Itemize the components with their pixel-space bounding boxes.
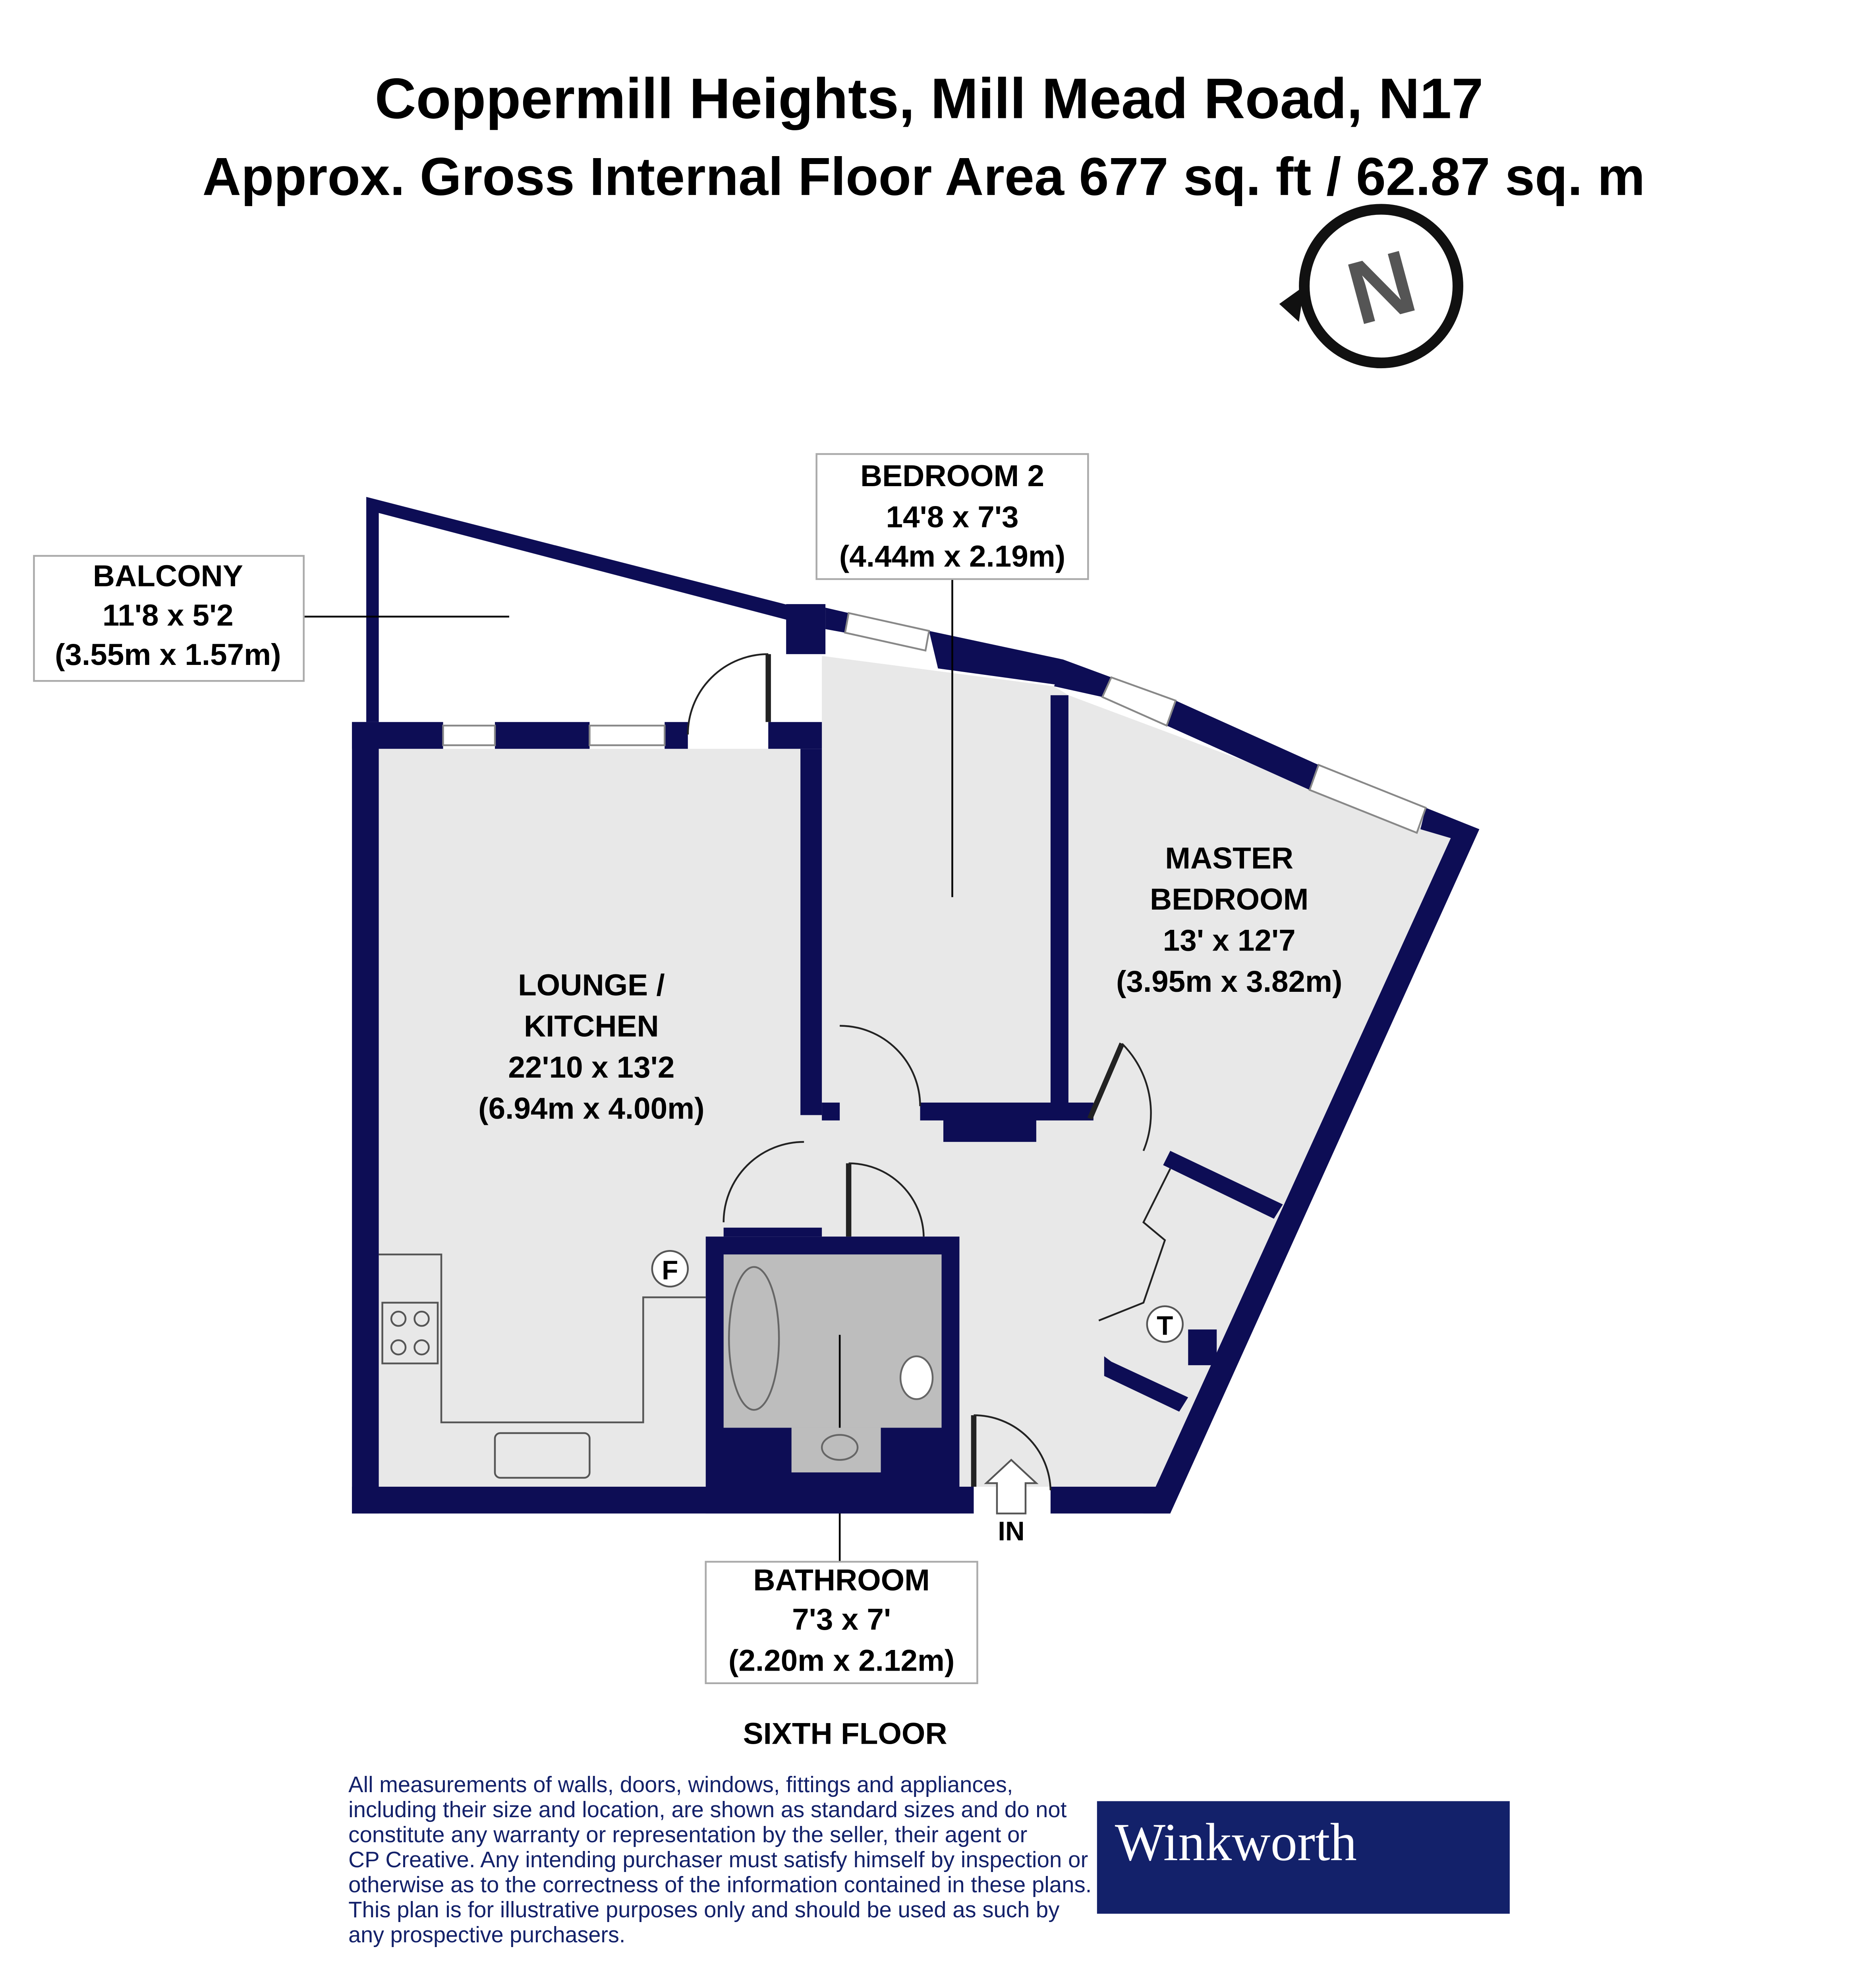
door-swings [687, 653, 1171, 1491]
svg-text:BATHROOM: BATHROOM [753, 1563, 929, 1597]
balcony-walls [366, 497, 799, 722]
svg-text:Winkworth: Winkworth [1115, 1813, 1357, 1872]
svg-text:any prospective purchasers.: any prospective purchasers. [348, 1922, 625, 1947]
plan-subtitle: Approx. Gross Internal Floor Area 677 sq… [203, 147, 1645, 207]
dimension-lines [303, 579, 953, 1562]
north-compass-icon: N [1279, 204, 1463, 369]
master-bedroom-label: MASTER BEDROOM 13' x 12'7 (3.95m x 3.82m… [1116, 842, 1342, 999]
kitchen-units [379, 1253, 706, 1479]
disclaimer: All measurements of walls, doors, window… [348, 1772, 1092, 1947]
plan-title: Coppermill Heights, Mill Mead Road, N17 [375, 66, 1484, 130]
winkworth-logo: Winkworth [1097, 1801, 1510, 1914]
svg-text:KITCHEN: KITCHEN [524, 1009, 659, 1043]
basin-icon [821, 1434, 859, 1461]
svg-text:including their size and locat: including their size and location, are s… [348, 1797, 1067, 1822]
floor-label: SIXTH FLOOR [743, 1717, 947, 1751]
svg-text:N: N [1337, 230, 1426, 344]
floor-area [379, 656, 1451, 1487]
walls [352, 604, 1480, 1514]
fridge-marker: F [651, 1250, 689, 1288]
svg-text:(3.95m x 3.82m): (3.95m x 3.82m) [1116, 965, 1342, 999]
svg-text:BALCONY: BALCONY [93, 559, 243, 593]
svg-text:BEDROOM 2: BEDROOM 2 [860, 459, 1044, 493]
svg-text:(3.55m x 1.57m): (3.55m x 1.57m) [55, 638, 281, 672]
svg-text:7'3 x 7': 7'3 x 7' [792, 1603, 891, 1636]
svg-text:BEDROOM: BEDROOM [1150, 883, 1308, 916]
plan-body: N [33, 204, 1480, 1751]
svg-text:14'8 x 7'3: 14'8 x 7'3 [886, 500, 1019, 534]
bedroom2-label: BEDROOM 2 14'8 x 7'3 (4.44m x 2.19m) [815, 453, 1089, 580]
toilet-icon [899, 1355, 934, 1400]
tank-marker: T [1146, 1305, 1184, 1343]
svg-text:otherwise as to the correctnes: otherwise as to the correctness of the i… [348, 1872, 1092, 1897]
svg-text:F: F [662, 1256, 678, 1285]
bath-tub-icon [728, 1266, 780, 1411]
lounge-kitchen-label: LOUNGE / KITCHEN 22'10 x 13'2 (6.94m x 4… [478, 968, 704, 1125]
svg-text:11'8 x 5'2: 11'8 x 5'2 [102, 599, 234, 632]
svg-text:T: T [1157, 1311, 1173, 1341]
svg-text:13' x 12'7: 13' x 12'7 [1163, 924, 1296, 958]
balcony-label: BALCONY 11'8 x 5'2 (3.55m x 1.57m) [33, 555, 305, 682]
windows [442, 612, 1427, 834]
svg-text:(2.20m x 2.12m): (2.20m x 2.12m) [728, 1644, 954, 1677]
bathroom-floor [723, 1254, 942, 1428]
svg-text:22'10 x 13'2: 22'10 x 13'2 [508, 1051, 674, 1084]
svg-text:(4.44m x 2.19m): (4.44m x 2.19m) [839, 539, 1065, 573]
svg-text:MASTER: MASTER [1165, 842, 1293, 875]
svg-text:All measurements of walls, doo: All measurements of walls, doors, window… [348, 1772, 1013, 1797]
svg-text:(6.94m x 4.00m): (6.94m x 4.00m) [478, 1092, 704, 1125]
svg-text:CP Creative. Any intending pur: CP Creative. Any intending purchaser mus… [348, 1847, 1088, 1872]
svg-text:LOUNGE /: LOUNGE / [518, 968, 665, 1002]
entrance-arrow-icon [984, 1459, 1039, 1515]
svg-text:constitute any warranty or rep: constitute any warranty or representatio… [348, 1822, 1027, 1847]
entrance-label: IN [998, 1517, 1024, 1546]
svg-text:This plan is for illustrative: This plan is for illustrative purposes o… [348, 1897, 1059, 1922]
bathroom-label: BATHROOM 7'3 x 7' (2.20m x 2.12m) [705, 1561, 978, 1685]
